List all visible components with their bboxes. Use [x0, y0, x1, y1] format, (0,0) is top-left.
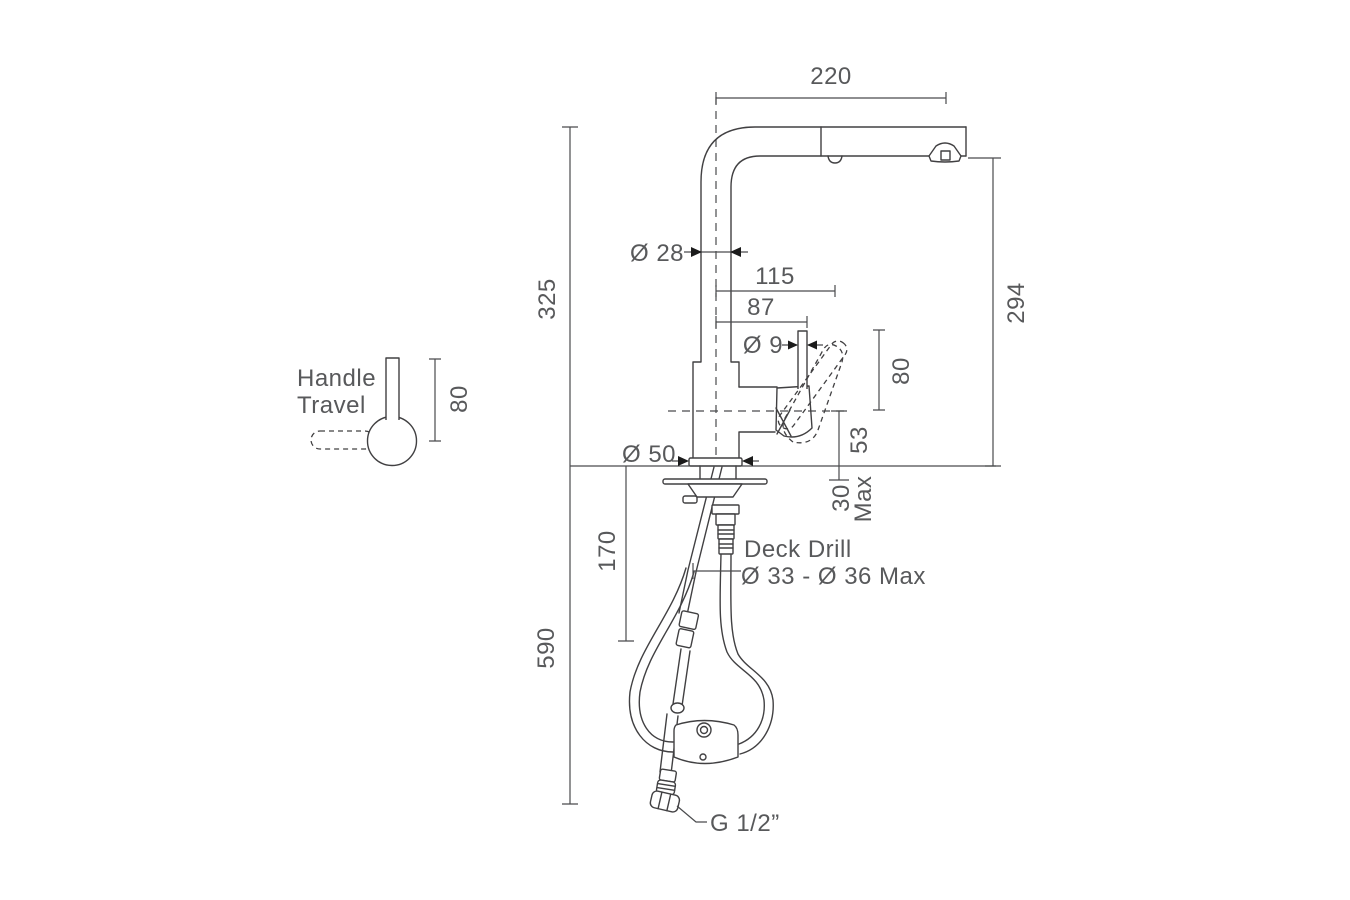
handle-mount-bottom [738, 431, 776, 459]
dim-deck-thickness-qualifier-label: Max [850, 476, 877, 523]
below-deck-assembly [628, 465, 774, 813]
hose-loop-right-inner [719, 553, 765, 745]
aerator [928, 142, 962, 163]
handle-travel-word2: Travel [297, 392, 366, 419]
handle-travel-stem [385, 357, 400, 420]
handle-travel-phantom-stem [310, 430, 375, 450]
hose-weight-block [673, 719, 739, 765]
hose-clip-tab [682, 495, 698, 504]
dim-shank-depth-label: 170 [594, 530, 621, 572]
hose-loop-left-outer [628, 567, 687, 753]
dim-lever-reach-label: 115 [755, 263, 795, 290]
inlet-thread-leader [676, 805, 707, 823]
inlet-thread-label: G 1/2” [710, 810, 780, 837]
dimension-graphics [429, 92, 1001, 823]
dim-lever-diameter-label: Ø 9 [743, 332, 783, 359]
dim-deck-thickness-label: 30 [828, 484, 855, 512]
cartridge-cap [775, 385, 813, 438]
deck-flange [688, 457, 743, 467]
dim-handle-travel-height-label: 80 [446, 385, 473, 413]
dim-outlet-drop-label: 53 [846, 426, 873, 454]
centerlines [668, 97, 845, 462]
dim-flange-diameter-label: Ø 50 [622, 441, 676, 468]
handle-travel-body [366, 415, 418, 467]
dim-outlet-to-deck-label: 294 [1003, 282, 1030, 324]
cartridge-chamfer [775, 407, 792, 437]
dim-deck-to-spout-top-label: 325 [534, 278, 561, 320]
spout-inner-contour [730, 155, 967, 388]
supply-hose-fitting [675, 610, 700, 649]
handle-lever-phantom [777, 340, 848, 430]
spout-outer-contour [692, 126, 967, 459]
deck-drill-leader [692, 563, 741, 579]
mounting-washer-plate [662, 478, 768, 485]
hose-loop-left-inner [638, 571, 695, 743]
inlet-nut [649, 790, 681, 813]
capped-hose-tube [672, 648, 691, 707]
deck-drill-title: Deck Drill [744, 536, 852, 563]
shank-thread [717, 524, 735, 555]
hose-loop-right-outer [730, 553, 774, 755]
dim-hose-drop-label: 590 [533, 627, 560, 669]
weight-screw-center [699, 725, 709, 735]
dim-lever-height-label: 80 [888, 357, 915, 385]
shank-nut-lower [715, 513, 736, 526]
inlet-collar [655, 768, 678, 796]
handle-cap-phantom [782, 343, 844, 444]
dim-riser-diameter-label: Ø 28 [630, 240, 684, 267]
shank-nut-upper [711, 504, 740, 515]
dimension-labels: 220 325 590 294 Ø 28 115 87 Ø 9 80 53 30… [297, 63, 1030, 837]
aerator-outlet [940, 150, 951, 161]
mounting-cone [687, 483, 743, 498]
handle-travel-view [310, 357, 418, 467]
weight-hole [699, 753, 707, 761]
handle-travel-word1: Handle [297, 365, 376, 392]
spray-button [827, 155, 843, 164]
dim-spout-reach-label: 220 [810, 63, 852, 90]
weight-screw [696, 722, 712, 738]
handle-lever-stem [797, 330, 808, 389]
hose-end-cap [670, 702, 685, 714]
faucet-elevation [688, 126, 967, 467]
shank-edges [699, 465, 737, 480]
dim-cartridge-reach-label: 87 [747, 294, 775, 321]
deck-drill-range: Ø 33 - Ø 36 Max [741, 563, 926, 590]
supply-hose-diagonal [678, 466, 723, 616]
